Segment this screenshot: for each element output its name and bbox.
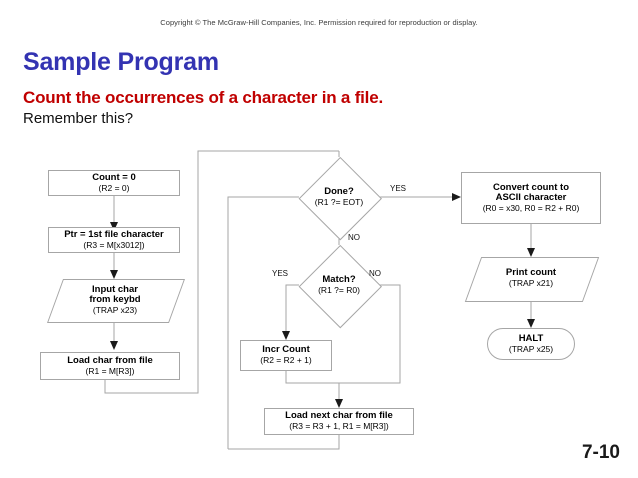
edge-label-done-yes: YES [390,184,407,193]
page-title: Sample Program [23,48,219,76]
node-ptr-first-char-line1: Ptr = 1st file character [64,228,164,240]
node-input-char[interactable]: Input char from keybd (TRAP x23) [46,279,186,323]
node-done-decision[interactable]: Done? (R1 ?= EOT) [298,156,382,240]
node-input-char-line2: (TRAP x23) [92,304,138,315]
node-halt[interactable]: HALT (TRAP x25) [487,328,575,360]
node-match-decision[interactable]: Match? (R1 ?= R0) [298,244,382,328]
page-subtitle: Count the occurrences of a character in … [23,88,383,107]
edge-label-done-no: NO [348,233,360,242]
node-match-line1: Match? [322,273,356,285]
node-convert-count-line1b: ASCII character [495,192,567,204]
node-load-char-line2: (R1 = M[R3]) [85,365,135,376]
node-incr-count-line2: (R2 = R2 + 1) [260,355,312,366]
node-count-zero-line1: Count = 0 [92,171,136,183]
node-incr-count-line1: Incr Count [262,344,310,356]
node-match-line2: (R1 ?= R0) [318,284,360,295]
node-load-next-char-line2: (R3 = R3 + 1, R1 = M[R3]) [289,421,389,432]
node-convert-count-line1: Convert count to [493,181,569,193]
node-load-char-line1: Load char from file [67,354,153,366]
node-print-count-line1: Print count [505,267,557,279]
node-convert-count[interactable]: Convert count to ASCII character (R0 = x… [461,172,601,224]
node-print-count-line2: (TRAP x21) [508,278,554,289]
node-count-zero-line2: (R2 = 0) [98,182,130,193]
page-subtitle-secondary: Remember this? [23,110,134,127]
copyright-notice: Copyright © The McGraw-Hill Companies, I… [160,18,478,27]
node-ptr-first-char[interactable]: Ptr = 1st file character (R3 = M[x3012]) [48,227,180,253]
node-load-next-char[interactable]: Load next char from file (R3 = R3 + 1, R… [264,408,414,435]
node-done-line2: (R1 ?= EOT) [314,196,364,207]
node-done-line1: Done? [324,185,354,197]
node-print-count[interactable]: Print count (TRAP x21) [464,257,600,302]
node-count-zero[interactable]: Count = 0 (R2 = 0) [48,170,180,196]
edge-label-match-no: NO [369,269,381,278]
node-convert-count-line2: (R0 = x30, R0 = R2 + R0) [482,202,580,213]
edge-label-match-yes: YES [272,269,289,278]
node-halt-line2: (TRAP x25) [508,343,554,354]
node-ptr-first-char-line2: (R3 = M[x3012]) [83,239,145,250]
node-load-next-char-line1: Load next char from file [285,410,393,422]
node-load-char[interactable]: Load char from file (R1 = M[R3]) [40,352,180,380]
node-halt-line1: HALT [518,332,544,344]
page-number: 7-10 [581,442,620,463]
node-incr-count[interactable]: Incr Count (R2 = R2 + 1) [240,340,332,371]
